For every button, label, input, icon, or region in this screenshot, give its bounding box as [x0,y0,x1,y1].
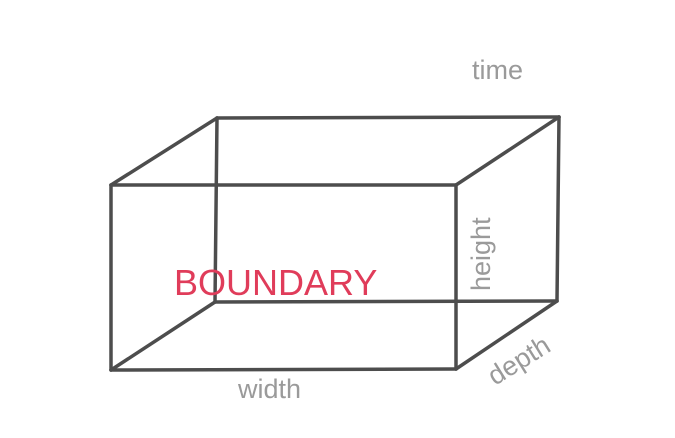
depth-edge-top-left [109,116,219,187]
back-top-edge [215,115,561,120]
boundary-label: BOUNDARY [174,262,377,303]
time-label: time [472,55,523,85]
height-label: height [466,217,496,291]
depth-edges [109,115,561,372]
depth-edge-top-right [454,115,561,187]
front-bottom-edge [109,367,458,372]
depth-label: depth [482,330,555,391]
front-face [109,183,458,372]
back-bottom-edge [213,299,559,304]
back-left-edge [213,116,219,304]
back-face [213,115,561,304]
width-label: width [237,374,301,404]
depth-edge-bottom-left [109,300,217,372]
depth-edge-bottom-right [454,299,559,371]
back-right-edge [555,115,561,303]
